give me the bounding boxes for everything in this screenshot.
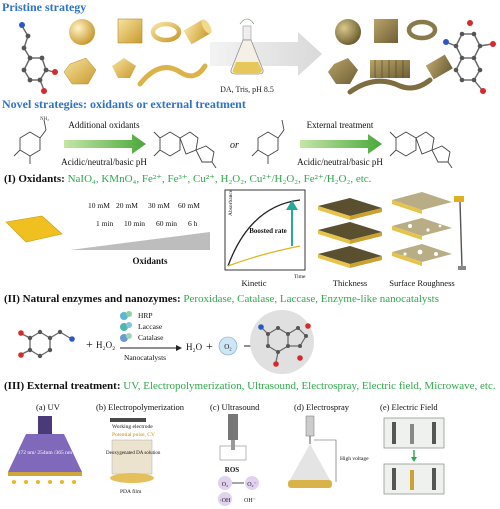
- oxidants-diagram: 10 mM 20 mM 30 mM 60 mM 1 min 10 min 60 …: [5, 189, 466, 288]
- graph-y-label: Absorbance: [228, 189, 234, 216]
- pristine-diagram: DA, Tris, pH 8.5: [19, 18, 496, 95]
- oxidants-heading: (I) Oxidants: NaIO₄, KMnO₄, Fe²⁺, Fe³⁺, …: [4, 173, 372, 185]
- working-electrode-label: Working electrode: [112, 424, 153, 430]
- graph-x-label: Time: [294, 274, 306, 280]
- external-list: UV, Electropolymerization, Ultrasound, E…: [123, 380, 496, 392]
- kinetic-label: Kinetic: [241, 278, 266, 288]
- prism-shape: [112, 58, 136, 78]
- high-voltage-label: High voltage: [340, 456, 369, 462]
- external-diagram: (a) UV (b) Electropolymerization (c) Ult…: [8, 402, 445, 506]
- ext-o2m: O₂⁻: [247, 482, 257, 488]
- oxidant-arrow: [64, 134, 146, 154]
- electrospray-setup: [288, 415, 337, 488]
- pda-film-label: PDA film: [120, 488, 142, 495]
- boosted-rate-label: Boosted rate: [249, 227, 287, 235]
- panel-a-title: (a) UV: [36, 402, 61, 412]
- polyhedron-shape: [63, 57, 97, 85]
- time-10: 10 min: [124, 219, 145, 228]
- time-1: 1 min: [96, 219, 114, 228]
- laccase-icon: [120, 322, 132, 331]
- thickness-label: Thickness: [333, 278, 367, 288]
- fiber-shape: [137, 63, 208, 87]
- uv-lamp: [8, 416, 82, 484]
- additional-oxidants-label: Additional oxidants: [68, 120, 140, 130]
- enzymes-title: (II) Natural enzymes and nanozymes: [4, 293, 177, 305]
- sphere-shape: [69, 19, 95, 45]
- pulse-label: Potential pulse, CV: [112, 432, 155, 438]
- ros-label: ROS: [225, 466, 240, 474]
- cylinder-shape: [183, 19, 212, 45]
- novel-title: Novel strategies: oxidants or external t…: [2, 97, 246, 111]
- uv-wavelength: 172 nm/ 254nm /365 nm: [18, 450, 73, 456]
- panel-e-title: (e) Electric Field: [380, 402, 438, 412]
- o2-label: O₂: [224, 343, 232, 351]
- pristine-condition: DA, Tris, pH 8.5: [220, 85, 274, 94]
- cube-shape: [117, 18, 143, 44]
- deox-label: Deoxygenated DA solution: [106, 451, 161, 456]
- time-6h: 6 h: [188, 219, 198, 228]
- oh-circle: [218, 492, 232, 506]
- novel-diagram: NH₂ Additional oxidants Acidic/neutral/b…: [13, 117, 453, 168]
- conc-10: 10 mM: [88, 201, 110, 210]
- ext-ohm: OH⁻: [244, 498, 256, 504]
- h2o-label: H₂O: [186, 342, 203, 352]
- pristine-arrow: [210, 32, 322, 76]
- pda-particle: [250, 310, 314, 374]
- o2-bubble: [218, 336, 238, 356]
- pristine-title: Pristine strategy: [2, 0, 87, 14]
- ph-label-right: Acidic/neutral/basic pH: [297, 157, 383, 167]
- laccase-label: Laccase: [138, 322, 163, 331]
- roughness-stack: [392, 192, 452, 266]
- enzymes-heading: (II) Natural enzymes and nanozymes: Pero…: [4, 293, 440, 305]
- nanocatalysts-label: Nanocatalysts: [124, 353, 166, 362]
- plus-2: +: [206, 339, 213, 353]
- time-60: 60 min: [156, 219, 177, 228]
- o2-radical-circle: [245, 476, 259, 490]
- panel-d-title: (d) Electrospray: [294, 402, 350, 412]
- substrate-slab: [5, 215, 63, 243]
- external-heading: (III) External treatment: UV, Electropol…: [4, 380, 496, 392]
- electric-field-cells: [383, 417, 445, 495]
- oxidants-title: (I) Oxidants: [4, 173, 62, 185]
- afm-tip-icon: [454, 196, 466, 270]
- ph-label-left: Acidic/neutral/basic pH: [61, 157, 147, 167]
- ext-o2: O₂: [222, 482, 228, 488]
- h2o2-label: H₂O₂: [96, 340, 115, 350]
- nh2-label: NH₂: [40, 117, 49, 122]
- conc-30: 30 mM: [148, 201, 170, 210]
- catalase-icon: [120, 333, 132, 342]
- roughness-label: Surface Roughness: [389, 278, 454, 288]
- conc-60: 60 mM: [178, 201, 200, 210]
- oxidants-bar-label: Oxidants: [132, 256, 168, 266]
- or-label: or: [230, 140, 239, 151]
- external-title: (III) External treatment: [4, 380, 117, 392]
- oxidant-gradient-bar: [70, 232, 210, 250]
- panel-c-title: (c) Ultrasound: [210, 402, 260, 412]
- thickness-stack: [318, 198, 382, 268]
- oxidants-list: NaIO₄, KMnO₄, Fe²⁺, Fe³⁺, Cu²⁺, H₂O₂, Cu…: [67, 173, 372, 185]
- external-treatment-label: External treatment: [307, 120, 374, 130]
- external-arrow: [300, 134, 382, 154]
- o2-circle: [218, 476, 232, 490]
- conc-20: 20 mM: [116, 201, 138, 210]
- ext-oh: ·OH: [220, 498, 231, 504]
- catalase-label: Catalase: [138, 333, 164, 342]
- enzymes-diagram: + H₂O₂ HRP Laccase Catalase Nanocatalyst…: [18, 310, 314, 374]
- enzymes-list: Peroxidase, Catalase, Laccase, Enzyme-li…: [183, 293, 440, 305]
- ring-shape: [150, 21, 182, 43]
- flask-icon: [230, 18, 264, 75]
- ultrasound-probe: [219, 414, 247, 461]
- panel-b-title: (b) Electropolymerization: [96, 402, 185, 412]
- hrp-icon: [120, 311, 132, 320]
- electro-cell: [110, 418, 154, 483]
- hrp-label: HRP: [138, 311, 153, 320]
- plus-1: +: [86, 337, 93, 351]
